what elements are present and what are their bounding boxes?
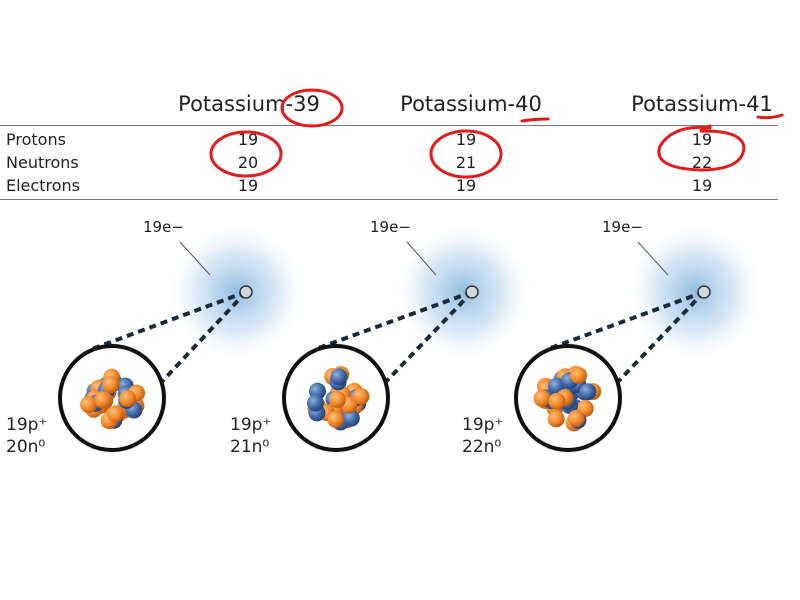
k40-electrons: 19 [455,176,477,195]
k41-leader-line [637,241,669,276]
k39-zoom-line-lower [154,290,248,390]
annotation-underline-k40 [520,117,550,123]
row-label-protons: Protons [6,130,66,149]
k40-proton-count: 19p⁺ [230,415,272,435]
k39-proton [80,396,98,414]
row-label-electrons: Electrons [6,176,80,195]
k39-proton-count: 19p⁺ [6,415,48,435]
k41-electron-label: 19e− [602,218,643,236]
k41-nucleus-label: 19p⁺ 22n⁰ [462,414,503,458]
k41-proton [533,389,551,407]
k40-neutron [330,368,348,386]
k39-neutrons: 20 [237,153,259,172]
k41-protons: 19 [691,130,713,149]
k39-proton [119,390,137,408]
isotope-header-k41: Potassium-41 [631,92,773,116]
k40-atom [282,220,535,452]
k39-proton [94,391,112,409]
k40-leader-line [406,241,437,276]
table-top-rule [0,125,778,126]
k40-neutron [342,409,360,427]
isotope-header-k40: Potassium-40 [400,92,542,116]
k39-nucleus-point [239,285,253,299]
k41-neutron-count: 22n⁰ [462,437,502,457]
k39-leader-line [179,241,211,276]
k41-proton [548,392,566,410]
k39-electron-label: 19e− [143,218,184,236]
annotation-circle-k41-counts [657,124,746,172]
k40-electron-label: 19e− [370,218,411,236]
isotope-header-k39: Potassium-39 [178,92,320,116]
k41-proton [569,366,587,384]
annotation-circle-k40-counts [429,129,503,179]
k41-zoom-line-lower [610,290,706,390]
k40-neutron-count: 21n⁰ [230,437,270,457]
k41-zoom-line-upper [547,290,705,351]
k40-zoom-line-lower [378,290,474,390]
k40-neutron [306,394,324,412]
k39-protons: 19 [237,130,259,149]
k39-electrons: 19 [237,176,259,195]
k39-nucleus-label: 19p⁺ 20n⁰ [6,414,47,458]
k41-proton [547,410,565,428]
k41-electron-cloud [623,220,767,364]
k39-electron-cloud [165,220,309,364]
k39-atom [58,220,309,452]
k40-proton [352,387,370,405]
k40-protons: 19 [455,130,477,149]
k40-nucleus-label: 19p⁺ 21n⁰ [230,414,271,458]
k40-zoom-line-upper [315,290,473,351]
annotation-underline-k41 [756,113,784,120]
annotation-circle-k39-counts [209,130,283,178]
k41-proton-count: 19p⁺ [462,415,504,435]
k40-neutrons: 21 [455,153,477,172]
k41-neutrons: 22 [691,153,713,172]
k41-proton [567,409,585,427]
k41-electrons: 19 [691,176,713,195]
annotation-circle-k39-mass [280,88,344,128]
k39-proton [102,376,120,394]
table-bottom-rule [0,199,778,200]
k40-proton [327,410,345,428]
k39-neutron-count: 20n⁰ [6,437,46,457]
k41-nucleus-point [697,285,711,299]
k40-proton [328,391,346,409]
k39-proton [107,405,125,423]
k40-electron-cloud [391,220,535,364]
k41-atom [514,220,767,452]
k39-zoom-line-upper [91,290,247,351]
k40-nucleus-point [465,285,479,299]
row-label-neutrons: Neutrons [6,153,79,172]
k41-neutron [579,383,597,401]
